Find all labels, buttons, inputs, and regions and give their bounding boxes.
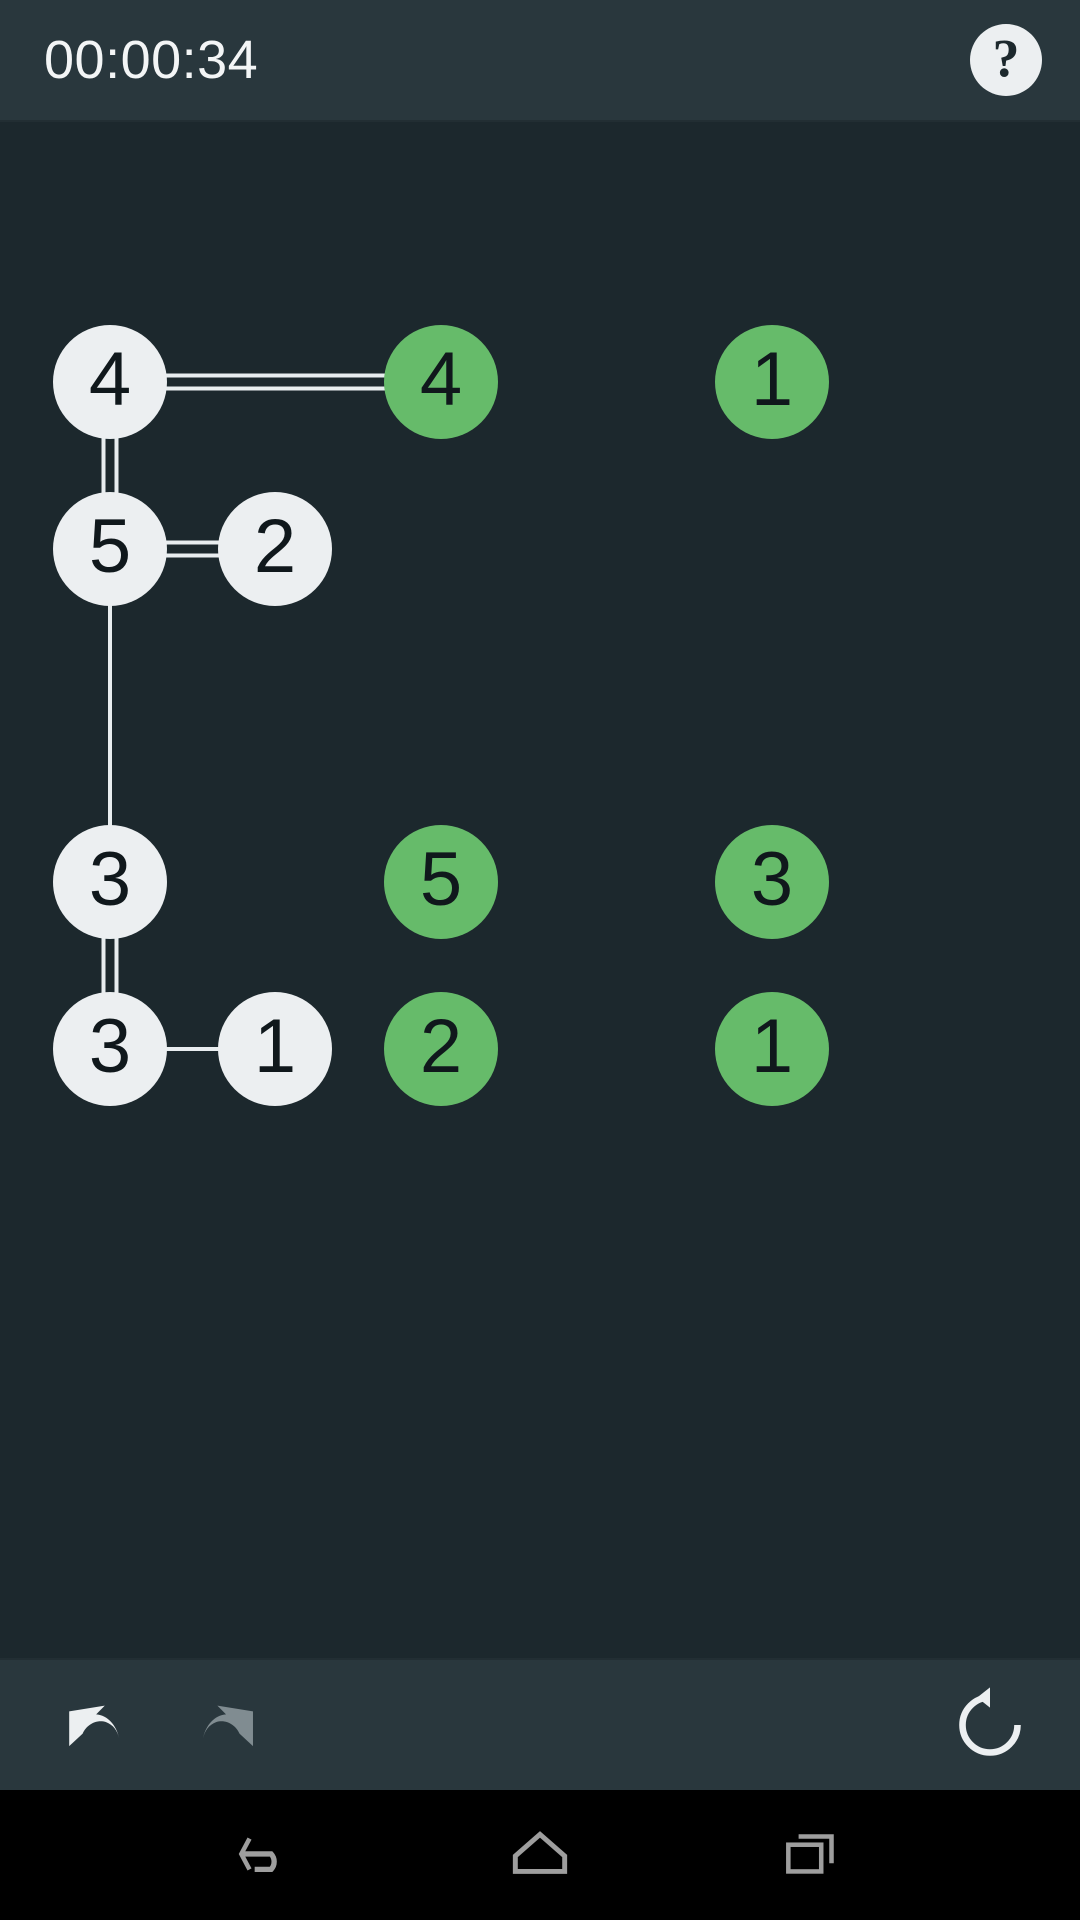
island-node[interactable]: 1 <box>715 325 829 439</box>
island-value: 1 <box>750 1004 794 1089</box>
home-icon <box>512 1831 568 1874</box>
island-node[interactable]: 5 <box>384 825 498 939</box>
top-bar: 00:00:34 ? <box>0 0 1080 122</box>
island-value: 2 <box>419 1004 463 1089</box>
island-value: 4 <box>88 337 132 422</box>
redo-arrow-icon <box>202 1705 253 1747</box>
island-node[interactable]: 2 <box>384 992 498 1106</box>
game-toolbar <box>0 1658 1080 1790</box>
reset-circular-arrow-icon <box>959 1687 1021 1756</box>
puzzle-board-area[interactable]: 4 4 1 5 2 3 5 3 3 1 2 1 <box>0 122 1080 1658</box>
island-value: 3 <box>750 837 794 922</box>
question-mark-icon: ? <box>992 28 1020 88</box>
island-node[interactable]: 3 <box>53 992 167 1106</box>
help-button[interactable]: ? <box>970 24 1042 96</box>
island-value: 1 <box>253 1004 297 1089</box>
timer-display: 00:00:34 <box>44 30 259 90</box>
island-value: 1 <box>750 337 794 422</box>
redo-button[interactable] <box>186 1677 282 1773</box>
android-navigation-bar <box>0 1790 1080 1920</box>
undo-button[interactable] <box>42 1677 138 1773</box>
undo-arrow-icon <box>69 1705 120 1747</box>
island-node[interactable]: 1 <box>715 992 829 1106</box>
island-node[interactable]: 2 <box>218 492 332 606</box>
island-node[interactable]: 5 <box>53 492 167 606</box>
island-value: 5 <box>419 837 463 922</box>
island-value: 5 <box>88 504 132 589</box>
island-value: 3 <box>88 837 132 922</box>
nav-recents-button[interactable] <box>753 1795 873 1915</box>
bridges-layer <box>101 373 441 1051</box>
island-node[interactable]: 3 <box>715 825 829 939</box>
island-node[interactable]: 4 <box>384 325 498 439</box>
nav-back-button[interactable] <box>207 1795 327 1915</box>
reset-button[interactable] <box>942 1677 1038 1773</box>
island-value: 4 <box>419 337 463 422</box>
island-node[interactable]: 3 <box>53 825 167 939</box>
island-node[interactable]: 4 <box>53 325 167 439</box>
island-value: 2 <box>253 504 297 589</box>
puzzle-board: 4 4 1 5 2 3 5 3 3 1 2 1 <box>0 122 1080 1330</box>
island-value: 3 <box>88 1004 132 1089</box>
recents-squares-icon <box>786 1834 835 1874</box>
nav-home-button[interactable] <box>480 1795 600 1915</box>
back-arrow-icon <box>238 1837 277 1873</box>
island-node[interactable]: 1 <box>218 992 332 1106</box>
